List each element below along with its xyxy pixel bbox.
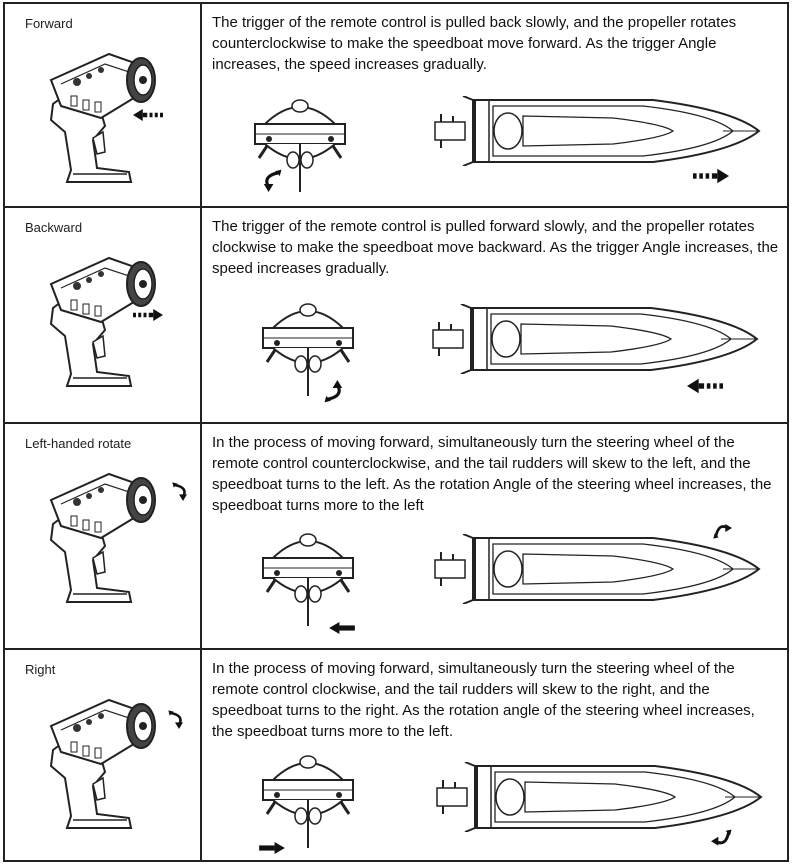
row-backward: Backward The trigger of the remote contr…: [5, 208, 787, 424]
direction-arrow-icon: [693, 168, 729, 184]
mode-label: Backward: [25, 220, 83, 235]
row-right: Right In the process of moving forward, …: [5, 650, 787, 860]
speedboat-top-view-icon: [435, 762, 765, 832]
label-cell: Forward: [5, 4, 202, 206]
direction-arrow-icon: [133, 308, 163, 322]
instruction-table: Forward The trigger of the remote contro…: [3, 2, 789, 862]
mode-label: Left-handed rotate: [25, 436, 132, 451]
direction-arrow-icon: [687, 378, 723, 394]
rotation-arrow-icon: [259, 168, 283, 192]
remote-control-icon: [31, 686, 171, 836]
speedboat-top-view-icon: [433, 534, 763, 604]
mode-description: In the process of moving forward, simult…: [212, 660, 755, 740]
rotation-arrow-icon: [171, 478, 191, 504]
speedboat-top-view-icon: [431, 304, 761, 374]
remote-control-icon: [31, 460, 171, 610]
mode-description: The trigger of the remote control is pul…: [212, 218, 779, 277]
boat-stern-icon: [253, 528, 363, 628]
mode-description: The trigger of the remote control is pul…: [212, 14, 737, 73]
speedboat-top-view-icon: [433, 96, 763, 166]
direction-arrow-icon: [329, 622, 355, 634]
label-cell: Right: [5, 650, 202, 860]
rotation-arrow-icon: [711, 826, 733, 852]
direction-arrow-icon: [133, 108, 163, 122]
mode-label: Forward: [25, 16, 73, 31]
mode-description: In the process of moving forward, simult…: [212, 434, 772, 514]
rotation-arrow-icon: [323, 380, 347, 404]
row-left-rotate: Left-handed rotate In the process of mov…: [5, 424, 787, 650]
row-forward: Forward The trigger of the remote contro…: [5, 4, 787, 208]
label-cell: Left-handed rotate: [5, 424, 202, 648]
label-cell: Backward: [5, 208, 202, 422]
boat-stern-icon: [253, 750, 363, 850]
rotation-arrow-icon: [167, 706, 187, 732]
mode-label: Right: [25, 662, 56, 677]
direction-arrow-icon: [259, 842, 285, 854]
